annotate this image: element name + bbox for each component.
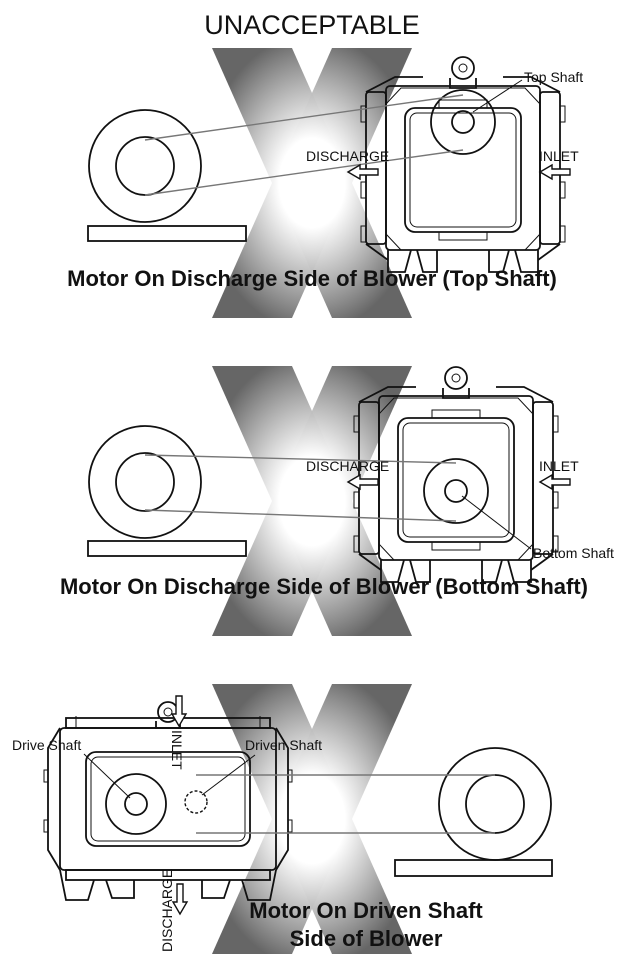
inlet-arrow-icon: [539, 474, 571, 490]
leader-line: [472, 79, 523, 113]
inlet-label: INLET: [539, 458, 579, 474]
blower-housing: [360, 56, 566, 273]
panel-bottom-shaft: Bottom Shaft DISCHARGE INLET Motor On Di…: [60, 366, 614, 636]
motor-pulley: [87, 425, 247, 557]
shaft-label: Top Shaft: [524, 69, 583, 85]
blower-housing: [353, 366, 559, 583]
x-mark: [212, 366, 412, 636]
caption-line-1: Motor On Driven Shaft: [249, 898, 483, 923]
x-mark: [212, 684, 412, 954]
discharge-arrow-icon: [172, 883, 188, 915]
discharge-label: DISCHARGE: [159, 869, 175, 952]
drive-shaft-label: Drive Shaft: [12, 737, 81, 753]
panel-driven-shaft: Drive Shaft Driven Shaft INLET DISCHARGE…: [12, 684, 553, 954]
x-mark: [212, 48, 412, 318]
inlet-label: INLET: [169, 730, 185, 770]
belt-lower: [144, 149, 464, 196]
inlet-arrow-icon: [539, 164, 571, 180]
caption: Motor On Discharge Side of Blower (Botto…: [60, 574, 588, 599]
inlet-arrow-icon: [171, 695, 187, 727]
shaft-label: Bottom Shaft: [533, 545, 614, 561]
panel-top-shaft: Top Shaft DISCHARGE INLET Motor On Disch…: [67, 48, 583, 318]
belt-lower: [144, 509, 457, 522]
discharge-label: DISCHARGE: [306, 458, 389, 474]
leader-line: [461, 495, 532, 550]
page-title: UNACCEPTABLE: [204, 10, 420, 40]
driven-shaft-label: Driven Shaft: [245, 737, 322, 753]
motor-pulley: [394, 747, 553, 877]
caption: Motor On Discharge Side of Blower (Top S…: [67, 266, 557, 291]
discharge-label: DISCHARGE: [306, 148, 389, 164]
leader-line: [201, 754, 256, 796]
belt-upper: [144, 454, 457, 464]
blower-housing: [43, 701, 293, 901]
belt-upper: [144, 94, 464, 141]
inlet-label: INLET: [539, 148, 579, 164]
leader-line: [83, 753, 131, 799]
caption-line-2: Side of Blower: [290, 926, 443, 951]
